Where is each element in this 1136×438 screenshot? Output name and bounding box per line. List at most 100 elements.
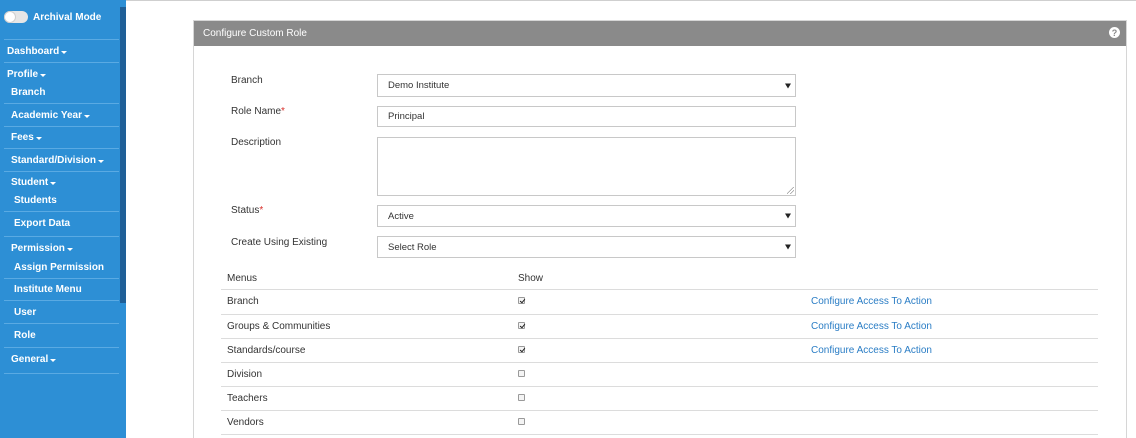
nav-divider [4,211,119,212]
sidebar-item-dashboard[interactable]: Dashboard [0,44,120,58]
chevron-down-icon [50,181,57,185]
nav-divider [4,148,119,149]
dropdown-arrow-icon [785,213,791,219]
menu-name: Branch [227,296,259,307]
sidebar-item-role[interactable]: Role [0,328,120,342]
nav-divider [4,39,119,40]
nav-divider [4,62,119,63]
existing-role-select[interactable]: Select Role [377,236,796,258]
configure-access-link[interactable]: Configure Access To Action [811,321,932,332]
chevron-down-icon [98,159,105,163]
table-divider [221,314,1098,315]
dropdown-arrow-icon [785,244,791,250]
status-label: Status* [231,205,263,216]
role-name-label: Role Name* [231,106,285,117]
resize-grip-icon[interactable] [787,187,794,194]
status-label-text: Status [231,205,260,216]
sidebar-item-branch[interactable]: Branch [0,85,120,99]
chevron-down-icon [50,358,57,362]
status-select[interactable]: Active [377,205,796,227]
sidebar-item-label: Role [14,329,36,341]
role-name-input[interactable]: Principal [377,106,796,127]
sidebar-item-label: Academic Year [11,109,82,121]
table-divider [221,434,1098,435]
configure-access-link[interactable]: Configure Access To Action [811,345,932,356]
top-border [126,0,1136,1]
sidebar-item-label: Branch [11,86,46,98]
panel-header: Configure Custom Role ? [194,21,1126,46]
show-checkbox[interactable] [518,297,525,304]
sidebar-item-label: Student [11,176,49,188]
sidebar-item-label: Profile [7,68,39,80]
sidebar-item-label: Dashboard [7,45,60,57]
chevron-down-icon [61,50,68,54]
table-divider [221,362,1098,363]
description-textarea[interactable] [377,137,796,196]
show-checkbox[interactable] [518,346,525,353]
sidebar-item-label: Students [14,194,57,206]
sidebar-item-user[interactable]: User [0,305,120,319]
existing-role-value: Select Role [388,241,437,253]
sidebar-item-label: Permission [11,242,65,254]
sidebar-item-label: User [14,306,37,318]
nav-divider [4,103,119,104]
menu-name: Teachers [227,393,268,404]
chevron-down-icon [40,73,47,77]
nav-divider [4,323,119,324]
nav-divider [4,278,119,279]
help-icon[interactable]: ? [1109,27,1120,38]
sidebar: Archival Mode Dashboard Profile Branch A… [0,0,126,438]
table-divider [221,338,1098,339]
role-name-label-text: Role Name [231,106,282,117]
sidebar-item-label: General [11,353,49,365]
sidebar-item-label: Standard/Division [11,154,97,166]
show-checkbox[interactable] [518,322,525,329]
chevron-down-icon [35,136,42,140]
menu-name: Vendors [227,417,264,428]
status-select-value: Active [388,210,414,222]
sidebar-item-academic-year[interactable]: Academic Year [0,108,120,122]
sidebar-item-export-data[interactable]: Export Data [0,216,120,230]
sidebar-item-assign-permission[interactable]: Assign Permission [0,260,120,274]
table-divider [221,289,1098,290]
sidebar-scrollbar[interactable] [120,7,126,303]
create-existing-label: Create Using Existing [231,237,328,248]
required-mark: * [259,205,264,216]
column-header-show: Show [518,273,544,284]
nav-divider [4,347,119,348]
dropdown-arrow-icon [785,83,791,88]
toggle-knob [5,12,15,22]
nav-divider [4,373,119,374]
menu-name: Division [227,369,263,380]
sidebar-item-label: Fees [11,131,34,143]
archival-mode-toggle[interactable] [4,11,28,23]
sidebar-item-profile[interactable]: Profile [0,67,120,81]
branch-select-value: Demo Institute [388,80,450,91]
sidebar-item-label: Institute Menu [14,283,82,295]
chevron-down-icon [83,114,90,118]
sidebar-item-student[interactable]: Student [0,175,120,189]
show-checkbox[interactable] [518,418,525,425]
column-header-menus: Menus [227,273,258,284]
sidebar-item-general[interactable]: General [0,352,120,366]
branch-select[interactable]: Demo Institute [377,74,796,97]
sidebar-item-label: Assign Permission [14,261,105,273]
description-label: Description [231,137,282,148]
show-checkbox[interactable] [518,394,525,401]
table-divider [221,386,1098,387]
sidebar-item-institute-menu[interactable]: Institute Menu [0,282,120,296]
chevron-down-icon [66,247,73,251]
sidebar-item-students[interactable]: Students [0,193,120,207]
configure-access-link[interactable]: Configure Access To Action [811,296,932,307]
sidebar-item-standard-division[interactable]: Standard/Division [0,153,120,167]
nav-divider [4,126,119,127]
nav-divider [4,300,119,301]
archival-mode-toggle-row[interactable]: Archival Mode [4,9,101,25]
sidebar-item-fees[interactable]: Fees [0,130,120,144]
sidebar-item-label: Export Data [14,217,71,229]
show-checkbox[interactable] [518,370,525,377]
archival-mode-label: Archival Mode [33,11,102,23]
required-mark: * [281,106,285,117]
role-name-value: Principal [388,111,425,122]
sidebar-item-permission[interactable]: Permission [0,241,120,255]
